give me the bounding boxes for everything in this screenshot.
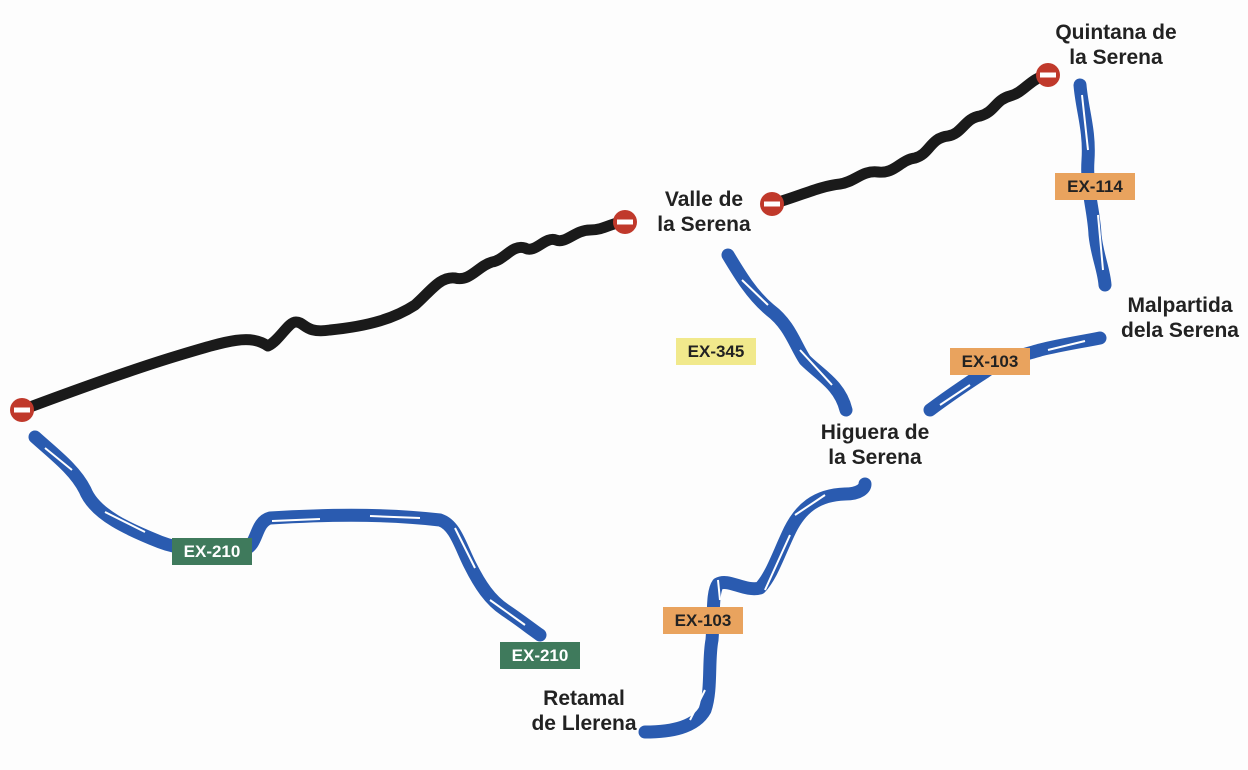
town-name-line: de Llerena	[531, 712, 637, 735]
town-name-line: la Serena	[828, 446, 922, 469]
town-name-line: Retamal	[543, 687, 625, 710]
town-name-line: Higuera de	[820, 421, 930, 444]
no-entry-icon	[1036, 63, 1060, 87]
road-ex-103-south	[638, 477, 872, 739]
road-ex-210	[28, 430, 547, 642]
town-name-line: Valle de	[664, 188, 744, 211]
town-name-line: Quintana de	[1055, 21, 1177, 44]
no-entry-icon	[760, 192, 784, 216]
no-entry-icon	[10, 398, 34, 422]
town-name-line: la Serena	[657, 213, 751, 236]
town-name-line: Malpartida	[1127, 294, 1233, 317]
road-ex-345	[721, 248, 853, 417]
no-entry-icon	[613, 210, 637, 234]
no-entry-icons	[10, 63, 1060, 422]
road-label-ex-114: EX-114	[1055, 173, 1135, 200]
road-label-ex-345: EX-345	[676, 338, 756, 365]
two-way-arrows	[44, 94, 1104, 721]
town-name-line: la Serena	[1069, 46, 1163, 69]
closed-road-east	[766, 69, 1054, 210]
town-name-line: dela Serena	[1121, 319, 1239, 342]
road-label-ex-210: EX-210	[500, 642, 580, 669]
road-label-ex-210: EX-210	[172, 538, 252, 565]
closed-road-west	[16, 216, 631, 416]
road-label-ex-103: EX-103	[663, 607, 743, 634]
road-label-ex-103: EX-103	[950, 348, 1030, 375]
